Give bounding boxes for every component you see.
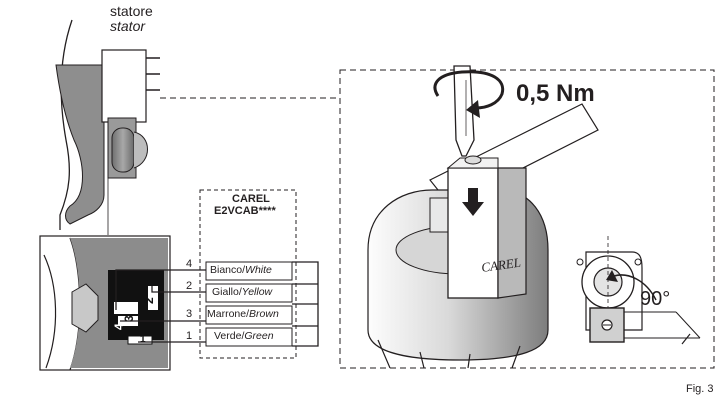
pin-label-1: 1 [140, 334, 146, 345]
detail-box [339, 69, 715, 369]
rotation-90-arrow-icon [606, 270, 657, 301]
wire-color-en: Yellow [241, 286, 273, 298]
valve-drawing: CAREL [367, 103, 599, 369]
cable-box [199, 189, 297, 359]
stator-label-it: statore [110, 3, 153, 19]
pin-label-4: 4 [112, 323, 126, 330]
connector-inset: 4 2 3 1 [39, 235, 171, 371]
rotation-detail [566, 236, 706, 352]
wire-color-en: Brown [249, 308, 279, 320]
wire-label-green: Verde/Green [214, 330, 274, 342]
wire-number: 4 [186, 258, 193, 270]
valve-brand-text: CAREL [480, 255, 521, 275]
wire-number: 3 [186, 308, 193, 320]
wire-number: 2 [186, 280, 193, 292]
wire-color-it: Marrone [207, 308, 247, 320]
wire-color-boxes [205, 261, 293, 347]
wire-color-it: Bianco [210, 264, 243, 276]
pin-label-3: 3 [122, 315, 136, 322]
push-down-arrow-icon [462, 188, 484, 216]
cable-model: E2VCAB**** [214, 205, 276, 217]
wire-number: 1 [186, 330, 193, 342]
figure-label: Fig. 3 [686, 383, 714, 395]
wire-color-en: Green [244, 330, 274, 342]
wire-label-white: Bianco/White [210, 264, 272, 276]
wire-color-it: Verde [214, 330, 242, 342]
torque-label: 0,5 Nm [516, 80, 595, 107]
wire-color-en: White [245, 264, 272, 276]
rotation-arrow-icon [433, 70, 505, 118]
stator-drawing [55, 19, 160, 235]
wire-label-yellow: Giallo/Yellow [212, 286, 273, 298]
screwdriver-icon [453, 65, 475, 157]
stator-label-en: stator [110, 18, 146, 34]
wire-color-it: Giallo [212, 286, 239, 298]
cable-brand: CAREL [232, 193, 270, 205]
pin-label-2: 2 [142, 297, 156, 304]
wire-label-brown: Marrone/Brown [207, 308, 279, 320]
angle-label: 90° [640, 288, 671, 310]
